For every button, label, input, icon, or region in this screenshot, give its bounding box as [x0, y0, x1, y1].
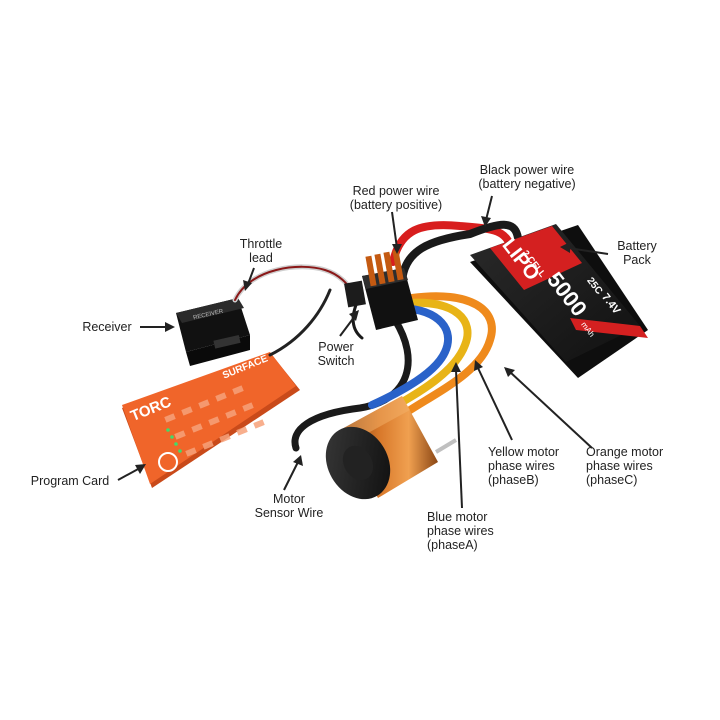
arrow-blue-phase [455, 369, 463, 509]
program-card-lead [268, 288, 332, 357]
arrow-yellow-phase [477, 367, 513, 441]
esc [344, 249, 418, 330]
arrow-battery-pack [567, 247, 609, 255]
arrow-red-power [391, 211, 398, 249]
orange-phase-wire [391, 292, 496, 424]
arrow-power-switch [339, 315, 356, 337]
motor-sensor-wire [291, 316, 412, 452]
arrow-orange-phase [509, 371, 593, 449]
receiver-connector [213, 334, 241, 349]
throttle-lead-wire [232, 264, 363, 303]
motor [325, 396, 458, 500]
power-switch [344, 280, 366, 308]
black-power-wire [398, 220, 522, 286]
esc-heatsink [365, 249, 404, 287]
blue-phase-wire [368, 304, 452, 409]
battery-pack: 2 CELL LIPO 5000 mAh 25C 7.4V [470, 224, 648, 378]
arrow-black-power [485, 195, 493, 221]
receiver: RECEIVER [176, 298, 250, 366]
program-card-leds [166, 428, 182, 453]
label-red-power-wire: Red power wire(battery positive) [349, 184, 443, 212]
arrow-throttle-lead [247, 267, 255, 285]
program-card-buttons [164, 385, 265, 457]
program-card-logo-icon [158, 452, 178, 472]
yellow-phase-wire [381, 298, 472, 416]
label-program-card: Program Card [30, 474, 110, 488]
callout-arrows [117, 195, 609, 509]
motor-shaft [434, 438, 458, 454]
arrow-motor-sensor [283, 461, 299, 491]
red-power-wire [389, 221, 514, 266]
arrow-program-card [117, 467, 141, 481]
label-black-power-wire: Black power wire(battery negative) [478, 163, 576, 191]
wires [232, 220, 522, 452]
program-card: TORC SURFACE [122, 352, 300, 488]
label-receiver: Receiver [82, 320, 132, 334]
